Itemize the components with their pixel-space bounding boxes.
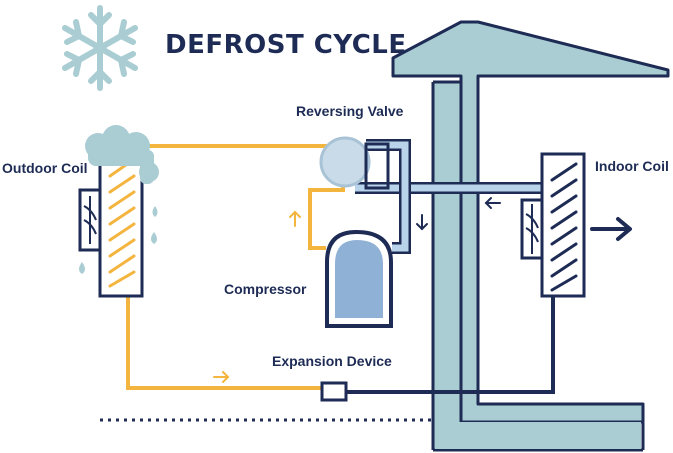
- arrow-up-icon: [289, 210, 301, 227]
- diagram-title: DEFROST CYCLE: [165, 30, 407, 60]
- arrow-down-icon: [416, 214, 428, 231]
- reversing-valve-label: Reversing Valve: [296, 103, 404, 119]
- snowflake-icon: [62, 5, 138, 91]
- outdoor-coil: [78, 125, 159, 298]
- frost-cap: [85, 125, 159, 184]
- fan-icon: [83, 196, 97, 244]
- indoor-coil-label: Indoor Coil: [595, 158, 669, 174]
- arrow-right-icon: [590, 217, 632, 241]
- compressor: [325, 229, 393, 328]
- fan-icon: [525, 204, 539, 254]
- arrow-right-icon: [213, 371, 230, 383]
- expansion-device-label: Expansion Device: [272, 353, 392, 369]
- liquid-line: [345, 296, 555, 394]
- expansion-device: [320, 381, 348, 402]
- compressor-label: Compressor: [224, 281, 307, 297]
- water-drop-icon: [79, 206, 158, 274]
- indoor-coil: [520, 152, 586, 298]
- arrow-left-icon: [484, 197, 501, 209]
- hot-gas-line: [126, 144, 345, 390]
- house-outline: [391, 20, 670, 452]
- reversing-valve: [319, 136, 390, 190]
- outdoor-coil-label: Outdoor Coil: [2, 160, 88, 176]
